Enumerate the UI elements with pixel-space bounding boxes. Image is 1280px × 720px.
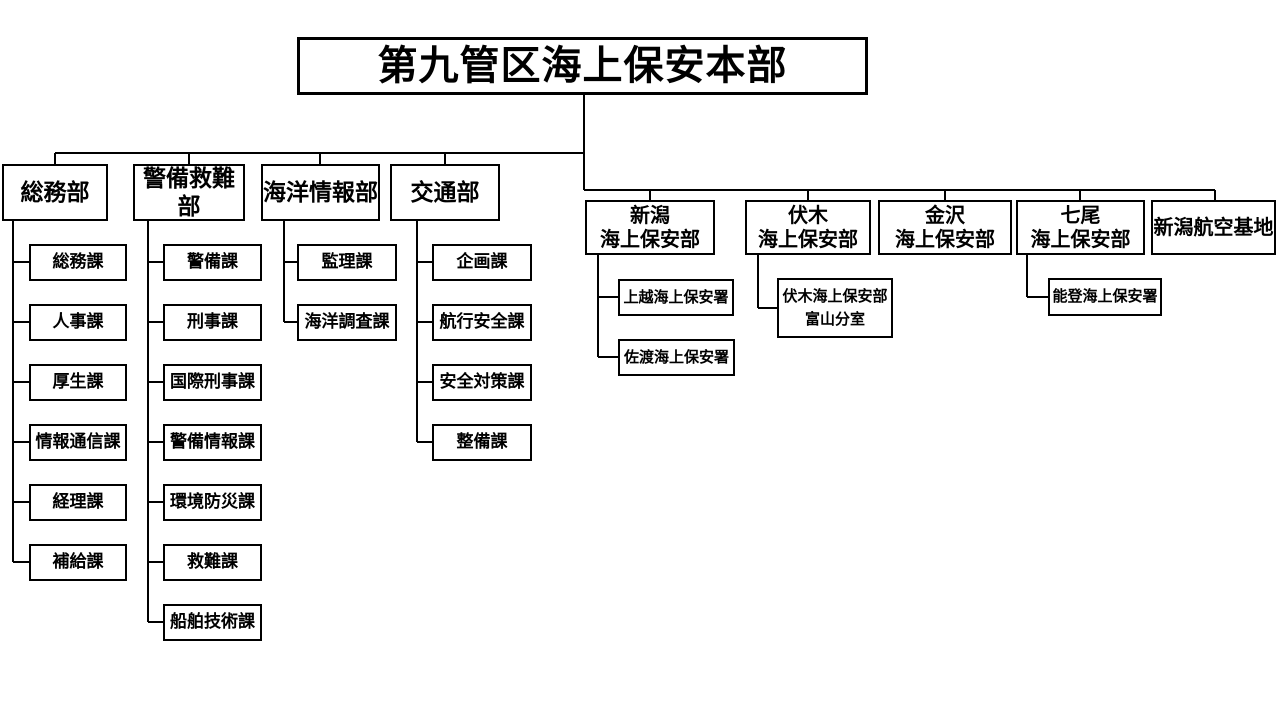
- org-node-label: 国際刑事課: [170, 372, 255, 392]
- org-node-niigata-hoanbu: 新潟 海上保安部: [585, 200, 715, 255]
- org-node-soumu-ka: 総務課: [29, 244, 127, 281]
- org-node-niigata-air-base: 新潟航空基地: [1151, 200, 1276, 255]
- org-node-label: 船舶技術課: [170, 612, 255, 632]
- org-node-label: 救難課: [187, 552, 238, 572]
- org-node-label: 警備情報課: [170, 432, 255, 452]
- org-node-label: 経理課: [52, 492, 104, 512]
- org-node-kaiyo-joho-bu: 海洋情報部: [261, 164, 380, 221]
- org-node-label: 警備救難部: [143, 164, 235, 219]
- org-node-label: 伏木 海上保安部: [758, 204, 858, 251]
- org-node-kankyo-bosai-ka: 環境防災課: [163, 484, 262, 521]
- org-node-keibi-joho-ka: 警備情報課: [163, 424, 262, 461]
- org-node-label: 航行安全課: [439, 312, 525, 332]
- org-node-label: 金沢 海上保安部: [895, 204, 995, 251]
- org-node-label: 人事課: [52, 312, 104, 332]
- org-node-kyunan-ka: 救難課: [163, 544, 262, 581]
- org-node-label: 補給課: [52, 552, 104, 572]
- org-node-kikaku-ka: 企画課: [432, 244, 532, 281]
- org-node-toyama-bunshitsu: 伏木海上保安部 富山分室: [777, 278, 893, 338]
- org-node-joho-tsushin-ka: 情報通信課: [29, 424, 127, 461]
- org-node-hokyu-ka: 補給課: [29, 544, 127, 581]
- org-node-keiji-ka: 刑事課: [163, 304, 262, 341]
- org-node-label: 新潟 海上保安部: [600, 204, 700, 251]
- org-node-label: 環境防災課: [170, 492, 255, 512]
- org-node-label: 上越海上保安署: [623, 288, 729, 306]
- org-node-label: 警備課: [187, 252, 238, 272]
- org-node-label: 海洋調査課: [304, 312, 390, 332]
- org-node-joetsu-sho: 上越海上保安署: [618, 279, 734, 316]
- org-node-label: 伏木海上保安部 富山分室: [782, 287, 888, 328]
- org-node-label: 第九管区海上保安本部: [377, 44, 788, 88]
- org-node-keiri-ka: 経理課: [29, 484, 127, 521]
- org-node-label: 整備課: [456, 432, 508, 452]
- org-node-label: 企画課: [456, 252, 508, 272]
- org-node-label: 交通部: [410, 178, 480, 205]
- org-node-label: 佐渡海上保安署: [623, 348, 729, 366]
- org-node-label: 総務課: [52, 252, 104, 272]
- org-node-noto-sho: 能登海上保安署: [1048, 278, 1162, 316]
- org-node-label: 安全対策課: [439, 372, 525, 392]
- org-node-label: 監理課: [321, 252, 373, 272]
- org-node-koko-anzen-ka: 航行安全課: [432, 304, 532, 341]
- org-node-label: 総務部: [20, 178, 90, 205]
- org-node-label: 海洋情報部: [263, 178, 378, 205]
- org-node-kotsu-bu: 交通部: [390, 164, 500, 221]
- org-node-seibi-ka: 整備課: [432, 424, 532, 461]
- org-node-hq: 第九管区海上保安本部: [297, 37, 868, 95]
- org-node-label: 刑事課: [187, 312, 238, 332]
- org-node-label: 能登海上保安署: [1052, 288, 1158, 306]
- org-node-label: 七尾 海上保安部: [1030, 204, 1131, 251]
- org-node-senpaku-gijutsu-ka: 船舶技術課: [163, 604, 262, 641]
- org-node-nanao-hoanbu: 七尾 海上保安部: [1016, 200, 1145, 255]
- org-node-label: 情報通信課: [35, 432, 121, 452]
- org-node-kanazawa-hoanbu: 金沢 海上保安部: [878, 200, 1012, 255]
- org-node-label: 厚生課: [52, 372, 104, 392]
- org-node-keibi-ka: 警備課: [163, 244, 262, 281]
- org-node-label: 新潟航空基地: [1153, 216, 1274, 239]
- org-node-sado-sho: 佐渡海上保安署: [618, 339, 735, 376]
- org-node-kokusai-keiji-ka: 国際刑事課: [163, 364, 262, 401]
- org-node-kosei-ka: 厚生課: [29, 364, 127, 401]
- org-node-jinji-ka: 人事課: [29, 304, 127, 341]
- org-node-fushiki-hoanbu: 伏木 海上保安部: [745, 200, 871, 255]
- org-node-soumu-bu: 総務部: [2, 164, 108, 221]
- org-node-keibi-kyunan-bu: 警備救難部: [133, 164, 245, 221]
- org-node-kanri-ka: 監理課: [297, 244, 397, 281]
- org-node-anzen-taisaku-ka: 安全対策課: [432, 364, 532, 401]
- org-node-kaiyo-chosa-ka: 海洋調査課: [297, 304, 397, 341]
